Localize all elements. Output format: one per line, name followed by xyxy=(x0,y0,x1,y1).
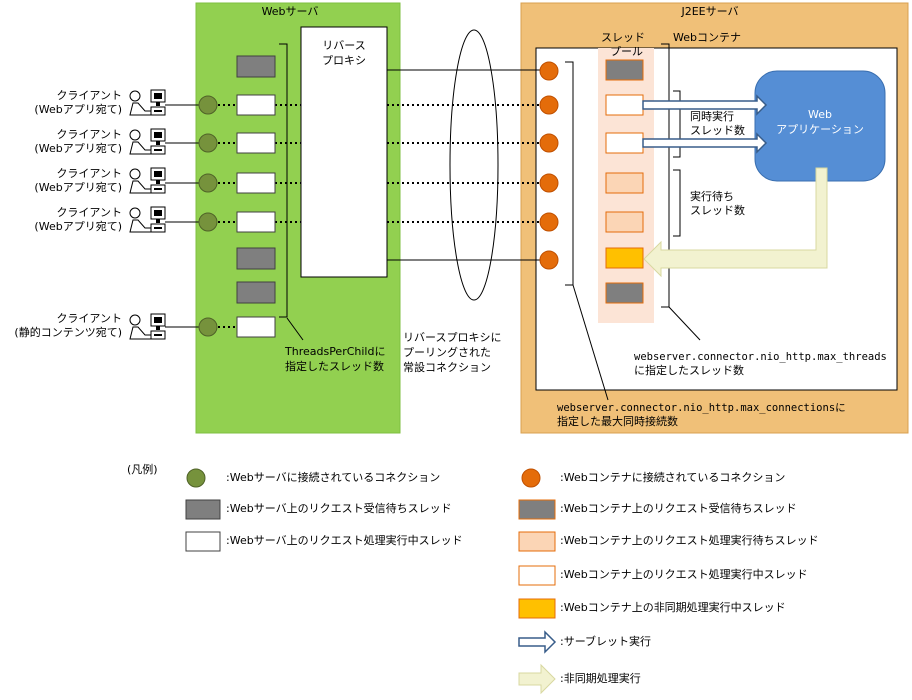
web-executing-thread xyxy=(236,211,276,233)
client-2-icon xyxy=(129,128,166,155)
container-connection xyxy=(539,173,559,193)
web-executing-thread xyxy=(236,316,276,338)
legend-container-async-mark xyxy=(518,598,556,619)
container-waiting-thread xyxy=(605,59,644,81)
client-4-icon xyxy=(129,206,166,233)
legend-servlet-arrow xyxy=(518,630,557,654)
container-executing-thread xyxy=(605,94,644,116)
pooled-connections-ellipse xyxy=(449,29,499,301)
client-5-icon xyxy=(129,313,166,340)
container-waiting-thread xyxy=(605,282,644,304)
container-exec-wait-thread xyxy=(605,211,644,233)
web-connection xyxy=(198,173,218,193)
container-executing-thread xyxy=(605,132,644,154)
servlet-arrow xyxy=(642,132,768,154)
threads-per-child-bracket xyxy=(279,43,288,318)
container-connection xyxy=(539,95,559,115)
web-connection xyxy=(198,95,218,115)
web-application-box xyxy=(754,70,886,182)
legend-web-executing-mark xyxy=(185,531,221,552)
web-executing-thread xyxy=(236,172,276,194)
client-3-icon xyxy=(129,167,166,194)
legend-container-exec-wait-mark xyxy=(518,531,556,552)
legend-container-connection-mark xyxy=(521,468,541,488)
container-exec-wait-thread xyxy=(605,172,644,194)
client-1-icon xyxy=(129,89,166,116)
servlet-arrow xyxy=(642,94,768,116)
container-connection xyxy=(539,212,559,232)
container-connection xyxy=(539,250,559,270)
reverse-proxy-box xyxy=(300,26,388,278)
web-waiting-thread xyxy=(236,281,276,304)
legend-container-waiting-mark xyxy=(518,499,556,520)
legend-web-connection-mark xyxy=(186,468,206,488)
waiting-threads-bracket xyxy=(673,169,681,237)
web-waiting-thread xyxy=(236,55,276,78)
web-executing-thread xyxy=(236,132,276,154)
legend-container-executing-mark xyxy=(518,565,556,586)
max-threads-bracket xyxy=(661,43,670,308)
web-connection xyxy=(198,317,218,337)
container-connection xyxy=(539,133,559,153)
async-arrow xyxy=(643,167,828,278)
web-executing-thread xyxy=(236,94,276,116)
max-connections-bracket xyxy=(565,61,574,286)
legend-async-arrow xyxy=(518,663,556,695)
web-waiting-thread xyxy=(236,247,276,270)
legend-web-waiting-mark xyxy=(185,499,221,520)
web-connection xyxy=(198,133,218,153)
container-connection xyxy=(539,61,559,81)
container-async-thread xyxy=(605,247,644,269)
web-connection xyxy=(198,212,218,232)
concurrent-threads-bracket xyxy=(673,90,681,158)
